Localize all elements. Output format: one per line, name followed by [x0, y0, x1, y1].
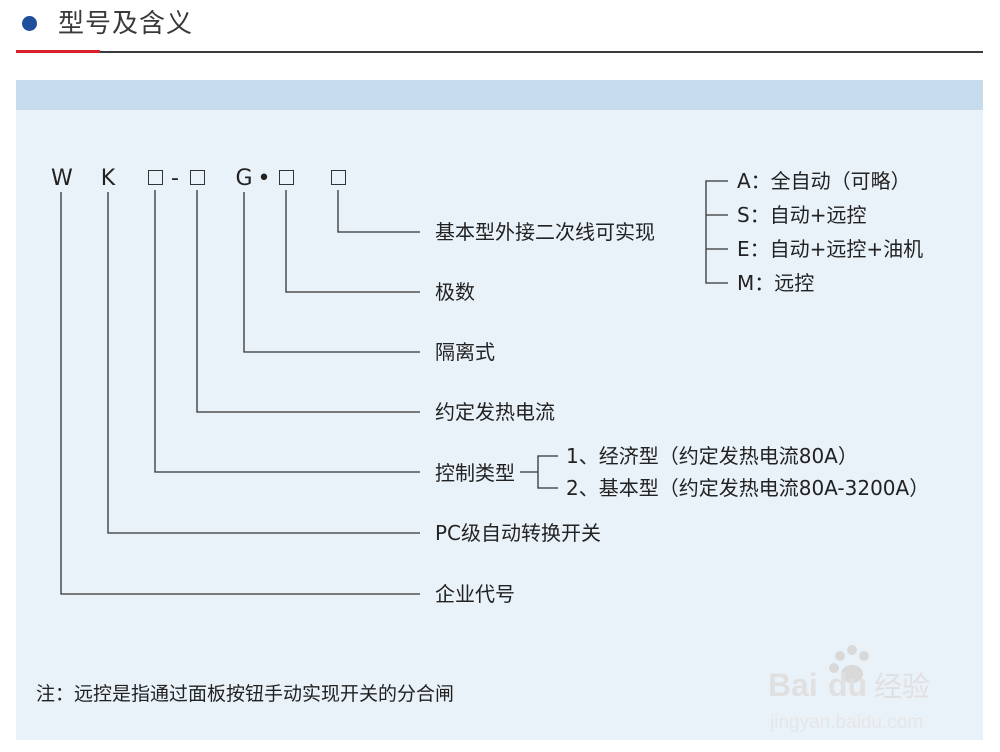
footnote: 注：远控是指通过面板按钮手动实现开关的分合闸	[36, 683, 455, 705]
line-control-type	[154, 190, 420, 473]
line-poles	[285, 190, 420, 293]
option-supplement-e: E：自动+远控+油机	[737, 237, 924, 261]
label-current: 约定发热电流	[435, 400, 555, 424]
option-supplement-m: M：远控	[737, 271, 815, 295]
panel-top-band	[16, 80, 983, 110]
baidu-watermark-logo: Bai du 经验 jingyan.baidu.com	[768, 645, 930, 733]
model-placeholder-poles	[279, 170, 294, 185]
model-placeholder-supplement	[331, 170, 346, 185]
header-bullet-icon	[22, 16, 37, 31]
header-rule	[100, 51, 983, 53]
svg-text:jingyan.baidu.com: jingyan.baidu.com	[769, 712, 923, 733]
label-isolation: 隔离式	[435, 340, 495, 364]
line-company-code	[60, 192, 420, 595]
option-control-economy: 1、经济型（约定发热电流80A）	[566, 444, 858, 468]
model-char-dash: -	[171, 166, 179, 191]
label-supplement: 基本型外接二次线可实现	[435, 220, 655, 244]
svg-text:Bai: Bai	[768, 667, 818, 703]
bracket-control-type	[537, 455, 558, 489]
option-supplement-s: S：自动+远控	[737, 203, 867, 227]
line-pc-level	[107, 192, 420, 534]
svg-text:du: du	[828, 667, 867, 703]
model-placeholder-control-type	[148, 170, 163, 185]
option-control-basic: 2、基本型（约定发热电流80A-3200A）	[566, 476, 930, 500]
label-company-code: 企业代号	[435, 582, 515, 606]
model-char-g: G	[235, 166, 253, 191]
svg-text:经验: 经验	[874, 670, 930, 703]
option-supplement-a: A：全自动（可略）	[737, 169, 911, 193]
label-pc-level: PC级自动转换开关	[435, 521, 602, 545]
line-isolation	[243, 192, 420, 353]
line-supplement	[337, 190, 420, 233]
model-char-dot: •	[257, 166, 271, 191]
label-control-type: 控制类型	[435, 461, 515, 485]
label-poles: 极数	[435, 280, 475, 304]
line-current	[196, 190, 420, 413]
header-rule-accent	[16, 50, 100, 53]
model-char-k: K	[100, 166, 116, 191]
page-title: 型号及含义	[58, 9, 194, 39]
bracket-supplement	[705, 180, 728, 284]
model-placeholder-current	[190, 170, 205, 185]
model-char-w: W	[51, 166, 73, 191]
diagram-panel	[16, 80, 983, 740]
